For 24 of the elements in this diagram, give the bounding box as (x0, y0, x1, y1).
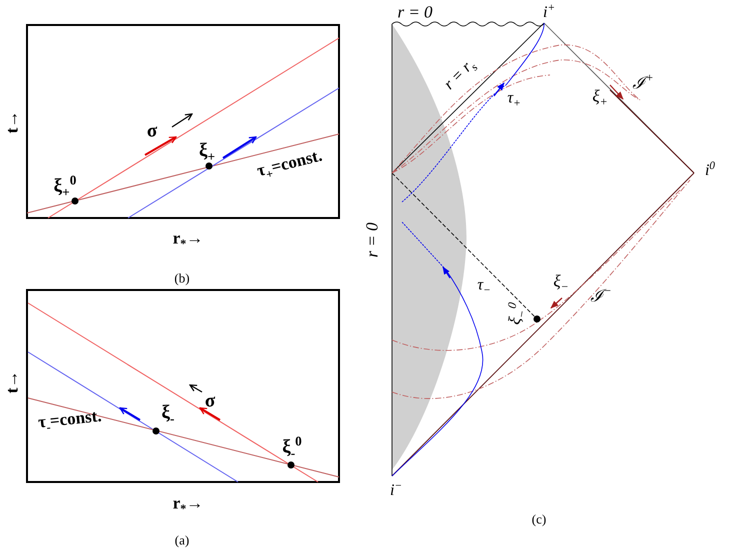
axis-label: r$_{*}$→ (172, 494, 204, 516)
curve-label: τ$_{+}$ (507, 90, 521, 110)
panel-label: (c) (532, 512, 546, 526)
point-label: ξ$_{−}$ (553, 272, 569, 294)
panel-label: (b) (174, 272, 190, 284)
axis-label: t→ (4, 110, 20, 134)
symbol-label: σ (204, 392, 216, 410)
boundary-label: ℐ$^{−}$ (590, 286, 612, 304)
symbol-label: σ (146, 122, 158, 140)
axis-label: r$_{*}$→ (172, 229, 204, 251)
point-label: i$^{+}$ (543, 2, 555, 22)
panel-label: (a) (174, 534, 190, 546)
point-label: i$^{0}$ (704, 160, 716, 180)
boundary-label: r = 0 (364, 222, 380, 258)
point-label: ξ$_{+}$ (198, 140, 216, 164)
boundary-label: ℐ$^{+}$ (632, 72, 654, 92)
point-label: ξ$_{-}$ (162, 402, 174, 426)
point-label: i$^{−}$ (390, 480, 402, 500)
curve-label: τ$_{+}$=const. (255, 146, 325, 184)
boundary-label: r = 0 (397, 4, 433, 20)
curve-label: τ$_{-}$=const. (37, 407, 103, 435)
point-label: ξ$_{+}$ (592, 87, 608, 109)
axis-label: t→ (4, 370, 20, 394)
curve-label: τ$_{−}$ (477, 277, 491, 297)
